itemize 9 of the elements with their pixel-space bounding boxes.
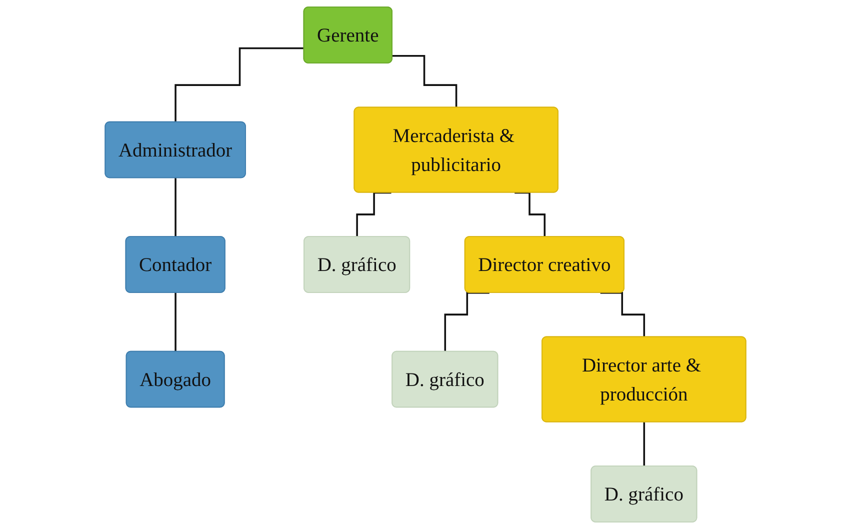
connector <box>174 47 304 124</box>
connector <box>600 292 646 338</box>
connector <box>174 177 177 238</box>
connector <box>392 54 458 109</box>
connector <box>444 292 490 353</box>
connector <box>643 421 646 468</box>
connector <box>174 292 177 353</box>
connector <box>356 192 392 238</box>
connector <box>514 192 546 238</box>
